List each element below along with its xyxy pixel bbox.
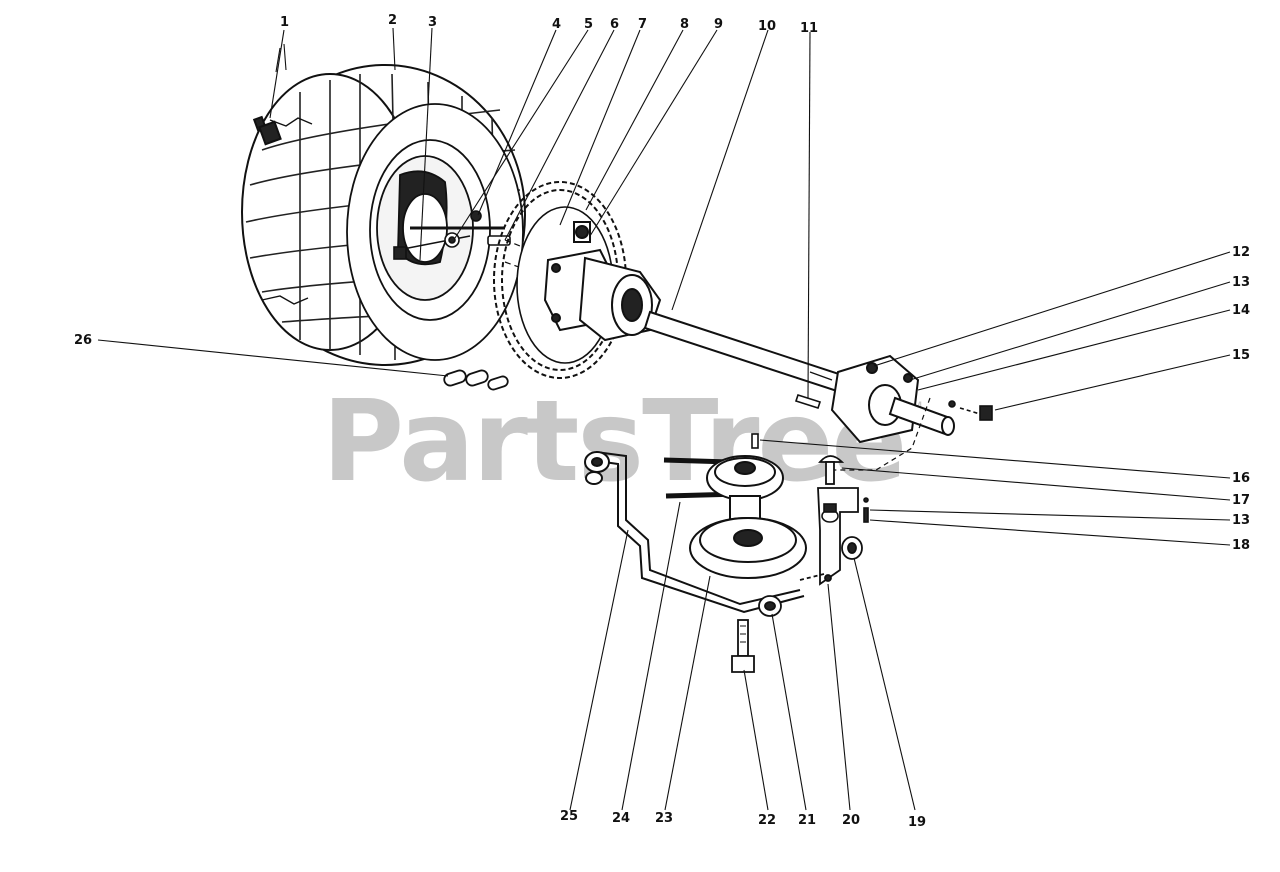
callout-19: 19 bbox=[908, 815, 926, 830]
callout-18: 18 bbox=[1232, 538, 1250, 553]
callout-labels: 1 2 3 4 5 6 7 8 9 10 11 12 13 14 15 16 1… bbox=[74, 13, 1250, 830]
callout-13: 13 bbox=[1232, 275, 1250, 290]
callout-8: 8 bbox=[680, 17, 689, 32]
pulley-bolt bbox=[731, 619, 755, 673]
callout-6: 6 bbox=[610, 17, 619, 32]
callout-16: 16 bbox=[1232, 471, 1250, 486]
callout-11: 11 bbox=[800, 21, 818, 36]
differential-housing bbox=[543, 221, 662, 342]
callout-12: 12 bbox=[1232, 245, 1250, 260]
callout-24: 24 bbox=[612, 811, 630, 826]
cotter-pin bbox=[863, 497, 869, 523]
pulley-nut bbox=[758, 595, 782, 617]
callout-5: 5 bbox=[584, 17, 593, 32]
callout-9: 9 bbox=[714, 17, 723, 32]
callout-2: 2 bbox=[388, 13, 397, 28]
idler-arm bbox=[584, 451, 805, 614]
callout-25: 25 bbox=[560, 809, 578, 824]
spacer bbox=[841, 536, 863, 560]
bearing-flange bbox=[830, 354, 955, 444]
wheel-rim bbox=[346, 103, 524, 361]
woodruff-key bbox=[794, 393, 822, 410]
flange-bolt bbox=[948, 400, 993, 421]
lower-pulley bbox=[689, 517, 807, 579]
callout-10: 10 bbox=[758, 19, 776, 34]
callout-21: 21 bbox=[798, 813, 816, 828]
callout-22: 22 bbox=[758, 813, 776, 828]
lock-nut bbox=[821, 503, 839, 523]
callout-17: 17 bbox=[1232, 493, 1250, 508]
carriage-bolt bbox=[818, 455, 845, 485]
flange-dash bbox=[830, 397, 931, 471]
leader-lines bbox=[97, 27, 1231, 811]
upper-pulley bbox=[706, 455, 784, 553]
callout-3: 3 bbox=[428, 15, 437, 30]
master-link bbox=[443, 369, 509, 391]
callout-15: 15 bbox=[1232, 348, 1250, 363]
callout-4: 4 bbox=[552, 17, 561, 32]
callout-20: 20 bbox=[842, 813, 860, 828]
callout-14: 14 bbox=[1232, 303, 1250, 318]
callout-13b: 13 bbox=[1232, 513, 1250, 528]
callout-1: 1 bbox=[280, 15, 289, 30]
key-16 bbox=[751, 433, 759, 449]
callout-23: 23 bbox=[655, 811, 673, 826]
callout-26: 26 bbox=[74, 333, 92, 348]
callout-7: 7 bbox=[638, 17, 647, 32]
lug-bolt bbox=[252, 115, 282, 146]
